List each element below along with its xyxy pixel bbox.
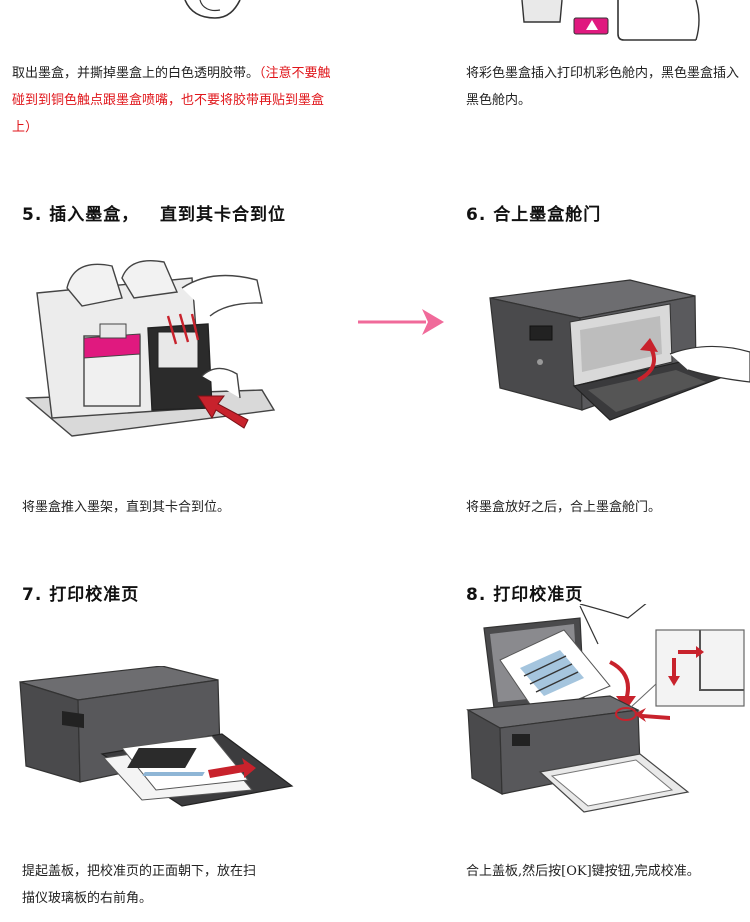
cartridge-peel-illustration: [184, 0, 241, 19]
printer-close-door-illustration: [489, 279, 750, 421]
step7-caption-line2: 描仪玻璃板的右前角。: [22, 891, 153, 906]
step3-caption: 取出墨盒，并撕掉墨盒上的白色透明胶带。（注意不要触碰到到铜色触点跟墨盒喷嘴，也不…: [12, 60, 342, 141]
step3-caption-note: （注意不要触碰到到铜色触点跟墨盒喷嘴，也不要将胶带再贴到墨盒上）: [12, 66, 331, 135]
step6-heading: 6. 合上墨盒舱门: [466, 205, 602, 225]
right-arrow-icon: [358, 309, 444, 335]
step7-caption: 提起盖板，把校准页的正面朝下，放在扫 描仪玻璃板的右前角。: [22, 858, 322, 912]
scanner-alignment-illustration: [466, 604, 745, 813]
step8-heading: 8. 打印校准页: [466, 585, 584, 605]
step8-caption: 合上盖板,然后按[OK]键按钮,完成校准。: [466, 864, 700, 879]
step7-heading: 7. 打印校准页: [22, 585, 140, 605]
step5-heading: 5. 插入墨盒， 直到其卡合到位: [22, 205, 286, 225]
step7-caption-line1: 提起盖板，把校准页的正面朝下，放在扫: [22, 864, 257, 879]
cartridge-insert-illustration: [521, 0, 700, 41]
cartridge-carriage-illustration: [25, 260, 276, 437]
step4-caption: 将彩色墨盒插入打印机彩色舱内，黑色墨盒插入黑色舱内。: [466, 66, 740, 108]
step5-caption: 将墨盒推入墨架，直到其卡合到位。: [22, 500, 231, 515]
printer-alignment-page-illustration: [19, 666, 294, 807]
step6-caption: 将墨盒放好之后，合上墨盒舱门。: [466, 500, 662, 515]
step3-caption-main: 取出墨盒，并撕掉墨盒上的白色透明胶带。: [12, 66, 260, 81]
